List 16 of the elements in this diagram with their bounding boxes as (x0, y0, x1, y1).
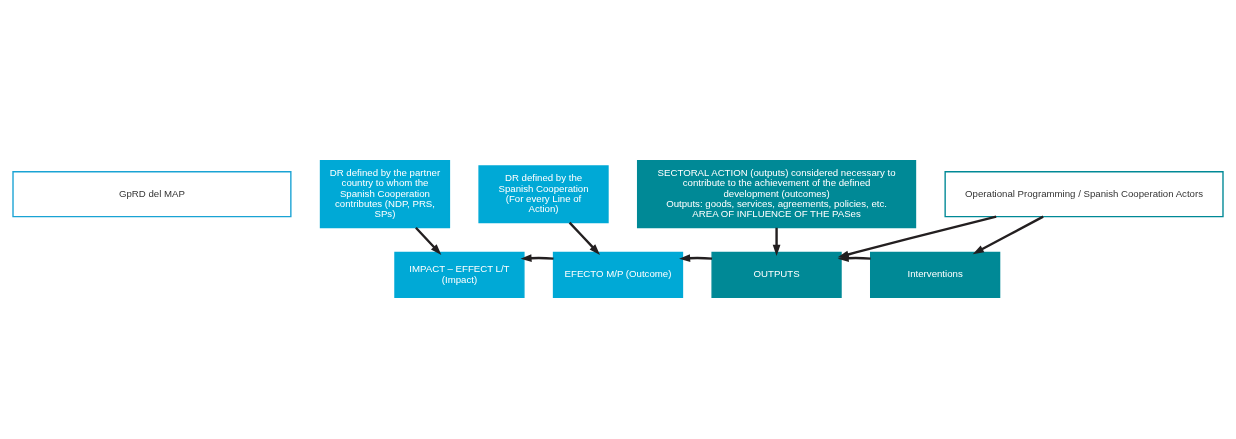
node-box: GpRD del MAP (12, 171, 292, 218)
arrow (568, 221, 600, 255)
node-box: Interventions (870, 251, 1001, 298)
node-box: SECTORAL ACTION (outputs) considered necessary to contribute to the achievement of the defined development (outcomes) Outputs: goods, services, agreements, policies, etc. AREA OF INFLUENCE OF THE PASes (636, 160, 917, 229)
node-box: Operational Programming / Spanish Cooperation Actors (944, 171, 1224, 218)
arrow (837, 254, 871, 262)
node-box: OUTPUTS (711, 251, 842, 298)
node-box: IMPACT – EFFECT L/T (Impact) (394, 251, 525, 298)
node-box: DR defined by the Spanish Cooperation (For every Line of Action) (478, 165, 609, 224)
node-box: DR defined by the partner country to whom the Spanish Cooperation contributes (NDP, PRS, SPs) (319, 160, 451, 229)
arrow (972, 215, 1044, 255)
arrow (520, 254, 554, 262)
node-box: EFECTO M/P (Outcome) (552, 251, 684, 298)
arrow (772, 227, 781, 256)
arrow (679, 254, 713, 262)
arrow (415, 226, 442, 255)
